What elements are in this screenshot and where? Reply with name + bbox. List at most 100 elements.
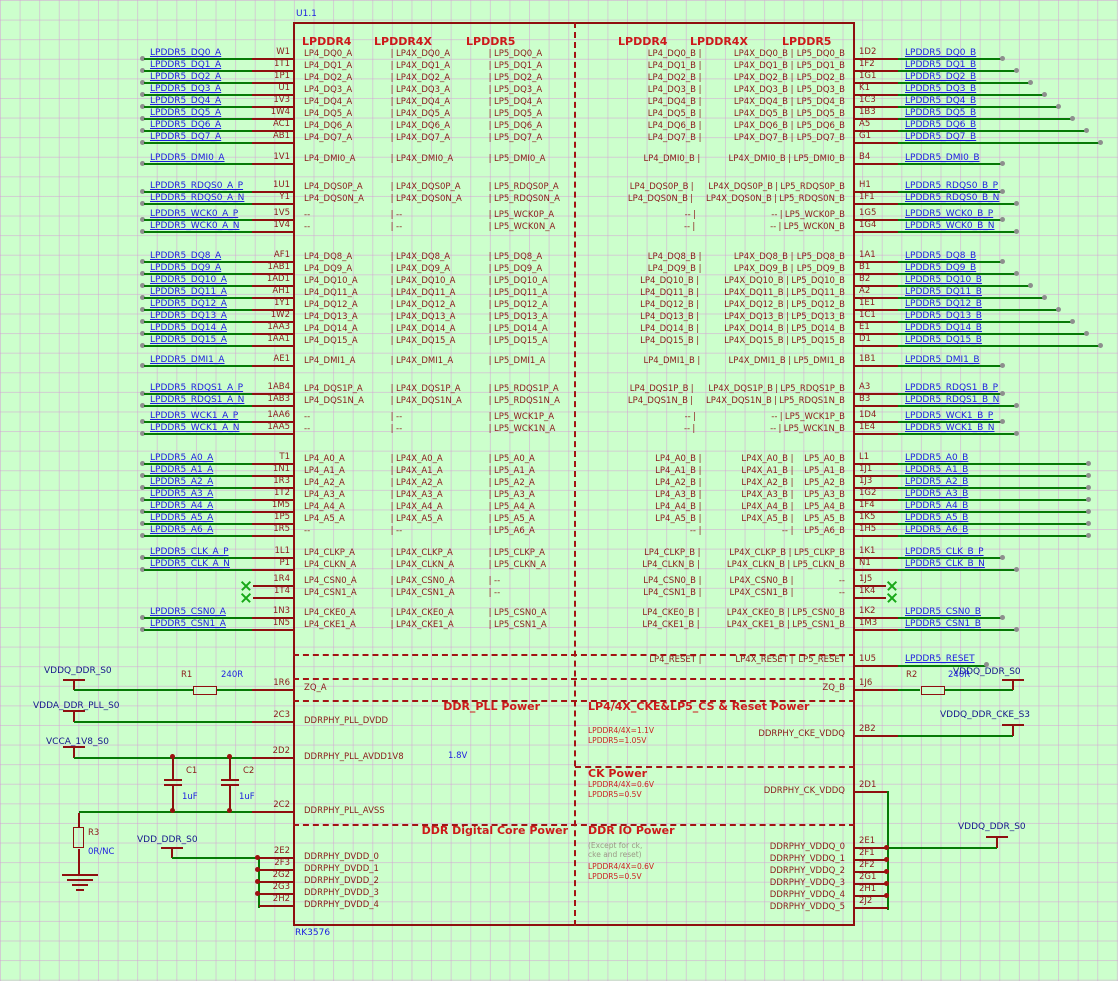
net-label[interactable]: LPDDR5_DMI1_A (150, 355, 225, 365)
net-label[interactable]: LPDDR5_DQ7_B (905, 132, 977, 142)
wire[interactable] (898, 487, 1088, 489)
net-label[interactable]: LPDDR5_A6_B (905, 525, 969, 535)
wire[interactable] (144, 58, 252, 60)
wire[interactable] (898, 203, 1016, 205)
net-label[interactable]: LPDDR5_A5_A (150, 513, 214, 523)
wire[interactable] (898, 735, 1013, 737)
net-label[interactable]: LPDDR5_WCK0_B_N (905, 221, 995, 231)
net-label[interactable]: LPDDR5_DQ14_A (150, 323, 227, 333)
wire[interactable] (144, 106, 252, 108)
net-label[interactable]: LPDDR5_A5_B (905, 513, 969, 523)
net-label[interactable]: LPDDR5_DQ9_A (150, 263, 222, 273)
wire[interactable] (172, 857, 259, 859)
wire[interactable] (898, 58, 1002, 60)
net-label[interactable]: LPDDR5_RDQS1_A_N (150, 395, 245, 405)
net-label[interactable]: LPDDR5_RDQS0_A_P (150, 181, 244, 191)
net-label[interactable]: LPDDR5_A0_B (905, 453, 969, 463)
wire[interactable] (898, 285, 1030, 287)
wire[interactable] (144, 130, 252, 132)
net-label[interactable]: LPDDR5_A1_A (150, 465, 214, 475)
net-label[interactable]: LPDDR5_DQ12_B (905, 299, 982, 309)
wire[interactable] (898, 70, 1016, 72)
net-label-lpddr5-reset[interactable]: LPDDR5_RESET (905, 654, 975, 664)
wire[interactable] (898, 82, 1030, 84)
no-connect-icon[interactable] (886, 580, 898, 592)
net-label[interactable]: LPDDR5_DQ3_A (150, 84, 222, 94)
net-label[interactable]: LPDDR5_DQ5_A (150, 108, 222, 118)
wire[interactable] (898, 475, 1088, 477)
wire[interactable] (144, 557, 252, 559)
net-label-vddq-ddr-cke-s3[interactable]: VDDQ_DDR_CKE_S3 (940, 710, 1031, 720)
wire[interactable] (217, 689, 252, 691)
wire[interactable] (898, 309, 1058, 311)
wire[interactable] (898, 405, 1016, 407)
net-label[interactable]: LPDDR5_CSN0_B (905, 607, 981, 617)
wire[interactable] (74, 757, 252, 759)
net-label[interactable]: LPDDR5_DQ15_B (905, 335, 982, 345)
net-label[interactable]: LPDDR5_A4_B (905, 501, 969, 511)
wire[interactable] (144, 261, 252, 263)
wire[interactable] (898, 261, 1002, 263)
net-label[interactable]: LPDDR5_RDQS1_B_N (905, 395, 1000, 405)
net-label[interactable]: LPDDR5_A1_B (905, 465, 969, 475)
wire[interactable] (898, 433, 1016, 435)
wire[interactable] (898, 333, 1086, 335)
wire[interactable] (144, 94, 252, 96)
wire[interactable] (898, 297, 1044, 299)
wire[interactable] (898, 557, 1002, 559)
wire[interactable] (898, 118, 1072, 120)
net-label-vdd-ddr-s0[interactable]: VDD_DDR_S0 (137, 835, 198, 845)
wire[interactable] (144, 393, 252, 395)
net-label[interactable]: LPDDR5_DQ8_B (905, 251, 977, 261)
net-label[interactable]: LPDDR5_A0_A (150, 453, 214, 463)
net-label[interactable]: LPDDR5_DQ11_B (905, 287, 982, 297)
wire[interactable] (144, 365, 252, 367)
wire[interactable] (144, 333, 252, 335)
net-label-vcca-1v8-s0[interactable]: VCCA_1V8_S0 (46, 737, 109, 747)
wire[interactable] (74, 689, 193, 691)
net-label[interactable]: LPDDR5_WCK1_A_N (150, 423, 240, 433)
wire[interactable] (898, 499, 1088, 501)
net-label-vddq-ddr-s0-io[interactable]: VDDQ_DDR_S0 (958, 822, 1026, 832)
net-label[interactable]: LPDDR5_DQ5_B (905, 108, 977, 118)
wire[interactable] (898, 345, 1100, 347)
net-label-vdda-ddr-pll-s0[interactable]: VDDA_DDR_PLL_S0 (33, 701, 120, 711)
net-label[interactable]: LPDDR5_CSN0_A (150, 607, 226, 617)
wire[interactable] (898, 617, 1002, 619)
wire[interactable] (144, 163, 252, 165)
net-label[interactable]: LPDDR5_WCK0_A_P (150, 209, 239, 219)
net-label[interactable]: LPDDR5_A3_A (150, 489, 214, 499)
wire[interactable] (74, 721, 252, 723)
wire[interactable] (144, 285, 252, 287)
wire[interactable] (898, 163, 1002, 165)
net-label[interactable]: LPDDR5_DQ2_A (150, 72, 222, 82)
net-label[interactable]: LPDDR5_CLK_B_P (905, 547, 984, 557)
wire[interactable] (898, 365, 1002, 367)
wire[interactable] (898, 463, 1088, 465)
wire[interactable] (898, 106, 1058, 108)
wire[interactable] (144, 345, 252, 347)
net-label[interactable]: LPDDR5_WCK0_A_N (150, 221, 240, 231)
net-label[interactable]: LPDDR5_DQ2_B (905, 72, 977, 82)
wire[interactable] (144, 70, 252, 72)
net-label[interactable]: LPDDR5_DQ6_B (905, 120, 977, 130)
net-label[interactable]: LPDDR5_DQ6_A (150, 120, 222, 130)
wire[interactable] (144, 463, 252, 465)
net-label[interactable]: LPDDR5_DMI1_B (905, 355, 980, 365)
wire[interactable] (898, 142, 1100, 144)
wire[interactable] (144, 142, 252, 144)
net-label[interactable]: LPDDR5_A6_A (150, 525, 214, 535)
net-label[interactable]: LPDDR5_DQ12_A (150, 299, 227, 309)
net-label-vddq-ddr-s0-left[interactable]: VDDQ_DDR_S0 (44, 666, 112, 676)
net-label[interactable]: LPDDR5_DQ0_A (150, 48, 222, 58)
wire[interactable] (898, 130, 1086, 132)
net-label[interactable]: LPDDR5_WCK1_A_P (150, 411, 239, 421)
wire[interactable] (144, 118, 252, 120)
wire[interactable] (144, 433, 252, 435)
wire[interactable] (144, 487, 252, 489)
net-label[interactable]: LPDDR5_A4_A (150, 501, 214, 511)
wire[interactable] (144, 297, 252, 299)
net-label[interactable]: LPDDR5_CLK_A_P (150, 547, 229, 557)
net-label[interactable]: LPDDR5_RDQS1_B_P (905, 383, 999, 393)
